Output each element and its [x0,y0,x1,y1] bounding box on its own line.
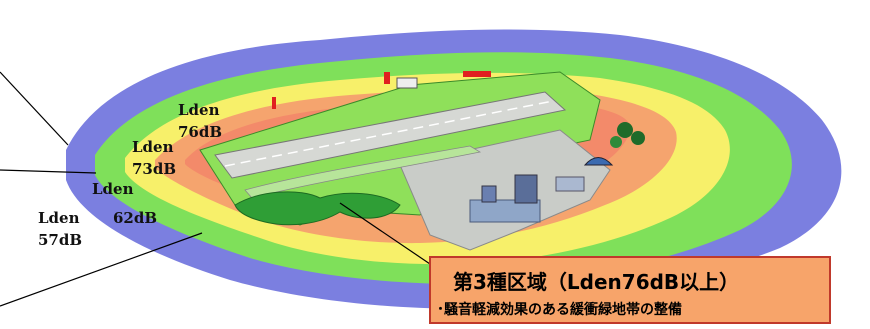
zone-label-lden76-line1: Lden [178,101,220,119]
zone-label-lden62-line2: 62dB [113,209,158,227]
tree-icon [631,131,645,145]
zone-label-lden76-line2: 76dB [178,123,223,141]
zone-label-lden73-line2: 73dB [132,160,177,178]
callout-title: 第3種区域（Lden76dB以上） [453,270,740,294]
hangar [555,176,585,192]
red-marker [463,71,491,77]
zone3-callout-box: 第3種区域（Lden76dB以上） ･騒音軽減効果のある緩衝緑地帯の整備 [429,256,831,324]
leader-line-callout [339,202,431,265]
control-tower [514,174,538,204]
leader-line-green [0,169,97,174]
taxiway [244,145,482,199]
terminal-building [469,199,541,223]
red-marker [384,72,390,84]
dome-hangar [583,157,614,166]
small-building [396,77,418,89]
leader-line-outer [0,71,69,146]
apron [399,129,611,251]
tree-icon [617,122,633,138]
zone-label-lden73-line1: Lden [132,138,174,156]
zone-label-lden62-line1: Lden [92,180,134,198]
tree-icon [610,136,622,148]
leader-line-yellow [0,232,203,307]
tower-cab [481,185,497,203]
runway [214,91,567,179]
zone-label-lden57-line1: Lden [38,209,80,227]
red-marker [272,97,276,109]
runway-centerline [224,100,554,167]
zone-label-lden57-line2: 57dB [38,231,83,249]
callout-subtitle: ･騒音軽減効果のある緩衝緑地帯の整備 [437,302,682,318]
buffer-green-belt [234,191,401,226]
